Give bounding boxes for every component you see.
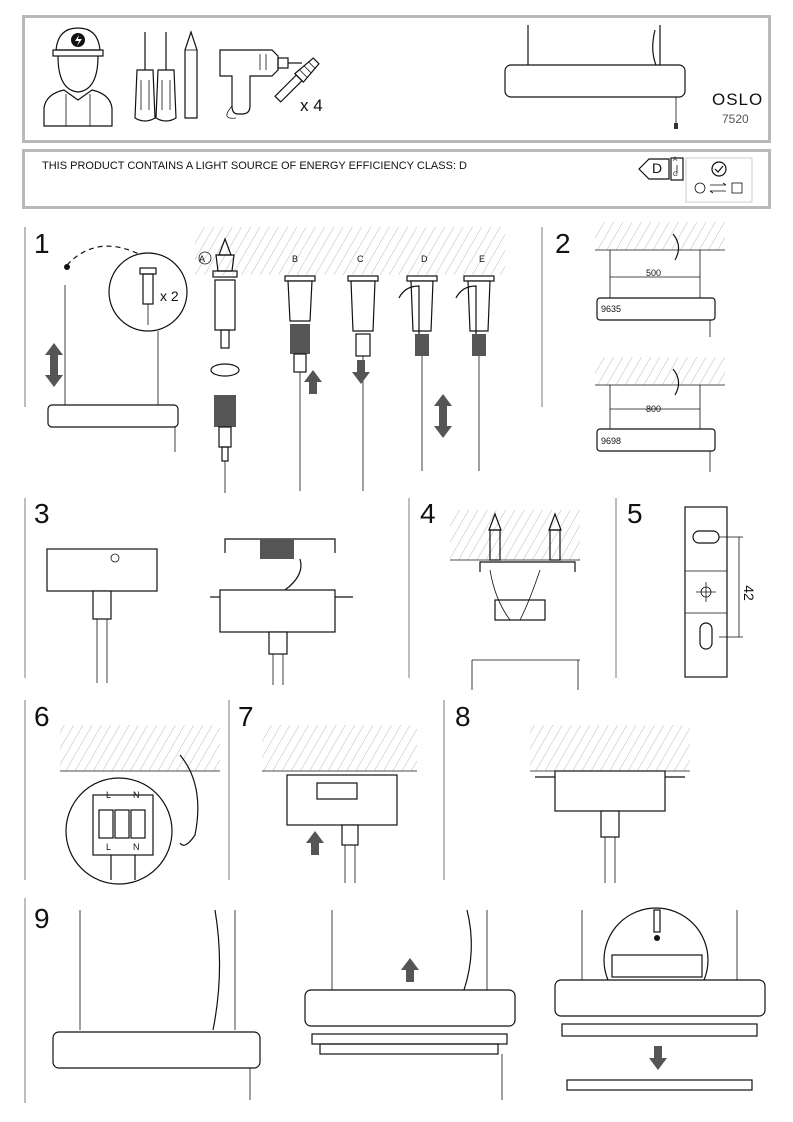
energy-label-icon	[638, 157, 684, 181]
option-a-label: A	[199, 254, 206, 264]
product-name: OSLO	[712, 90, 764, 109]
step-1-ceiling	[195, 227, 505, 275]
step-6-number: 6	[34, 701, 50, 732]
option-d-label: D	[421, 254, 428, 264]
step-4-number: 4	[420, 498, 436, 529]
energy-panel	[22, 149, 771, 209]
step-8-panel	[443, 700, 445, 880]
energy-statement: THIS PRODUCT CONTAINS A LIGHT SOURCE OF …	[42, 160, 468, 172]
step-2-variant-1	[595, 222, 725, 337]
step-9-open-lamp	[304, 909, 516, 1100]
step-6-wiring	[60, 725, 220, 885]
terminal-n-bottom: N	[133, 842, 140, 852]
step-6-panel	[24, 700, 26, 880]
step-5-bracket	[684, 506, 743, 678]
step-7-canopy	[262, 725, 417, 883]
step-2-dimension-1: 500	[646, 268, 662, 278]
step-3-canopy	[46, 548, 158, 683]
energy-scale-top: A	[673, 157, 678, 163]
step-2-variant-2	[595, 357, 725, 472]
step-1-number: 1	[34, 228, 50, 259]
led-compatible-icon	[685, 157, 753, 203]
step-1-overview	[45, 245, 188, 452]
energy-scale-bottom: G	[673, 172, 678, 178]
step-7-number: 7	[238, 701, 254, 732]
step-3-panel	[24, 498, 26, 678]
pencil-icon	[184, 30, 198, 119]
step-5-dimension: 42	[740, 585, 757, 601]
screws-count: x 4	[300, 96, 323, 115]
step-2-dimension-2: 800	[646, 404, 662, 414]
option-e-label: E	[479, 254, 486, 264]
screwdriver-icon	[134, 32, 177, 122]
option-c-label: C	[357, 254, 364, 264]
step-9-panel	[24, 898, 26, 1103]
terminal-n-top: N	[133, 790, 140, 800]
step-2-panel	[541, 227, 543, 407]
option-a-hook	[198, 237, 240, 493]
electrician-icon	[43, 27, 113, 127]
step-2-number: 2	[555, 228, 571, 259]
step-3-number: 3	[34, 498, 50, 529]
energy-class: D	[652, 160, 663, 176]
product-sketch	[504, 25, 686, 129]
option-b-label: B	[292, 254, 299, 264]
option-e-hook	[455, 275, 495, 471]
wall-plug-icon	[274, 57, 320, 103]
step-5-panel	[615, 498, 617, 678]
step-3-exploded	[210, 538, 353, 685]
option-d-hook	[398, 275, 452, 471]
step-4-install	[450, 510, 580, 690]
step-4-panel	[408, 498, 410, 678]
step-8-canopy	[530, 725, 690, 883]
option-b-hook	[284, 275, 322, 491]
step-9-number: 9	[34, 903, 50, 934]
step-1-panel	[24, 227, 26, 407]
step-8-number: 8	[455, 701, 471, 732]
terminal-l-top: L	[106, 790, 112, 800]
step-7-panel	[228, 700, 230, 880]
step-5-number: 5	[627, 498, 643, 529]
step-1-qty: x 2	[160, 288, 179, 304]
step-9-installed-lamp	[52, 909, 261, 1100]
step-2-code-1: 9635	[601, 304, 622, 314]
drill-icon	[219, 49, 302, 119]
option-c-hook	[347, 275, 379, 491]
step-2-code-2: 9698	[601, 436, 622, 446]
step-9-replace-tube	[554, 907, 766, 1091]
terminal-l-bottom: L	[106, 842, 112, 852]
product-code: 7520	[722, 112, 749, 126]
